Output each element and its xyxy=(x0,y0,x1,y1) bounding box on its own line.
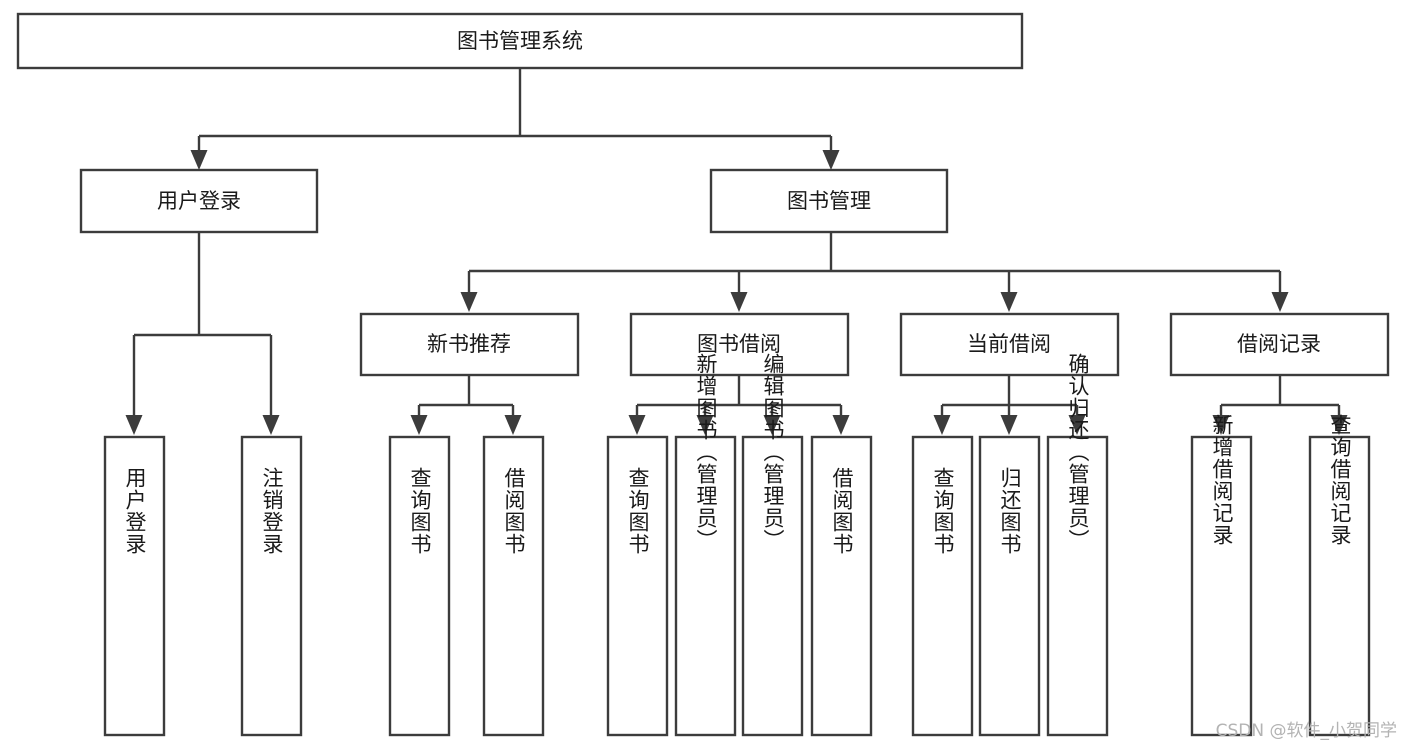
node-leaf-query-book-2[interactable]: 查询图书 xyxy=(606,435,669,737)
node-user-login[interactable]: 用户登录 xyxy=(79,168,319,234)
arrow-to-leaf-return-book xyxy=(1000,415,1018,435)
node-book-manage[interactable]: 图书管理 xyxy=(709,168,949,234)
node-leaf-edit-book-admin[interactable]: 编辑图书（管理员） xyxy=(741,353,804,737)
arrow-to-leaf-query-book-2 xyxy=(628,415,646,435)
node-leaf-query-book-1[interactable]: 查询图书 xyxy=(388,435,451,737)
arrow-to-leaf-query-book-1 xyxy=(410,415,428,435)
node-leaf-query-book-3-label: 查询图书 xyxy=(931,467,955,555)
node-user-login-label: 用户登录 xyxy=(157,189,241,213)
node-leaf-return-book-label: 归还图书 xyxy=(998,467,1022,555)
connector-book-borrow-to-leaves xyxy=(635,375,843,417)
arrow-to-leaf-query-book-3 xyxy=(933,415,951,435)
node-leaf-add-borrow-record-label: 新增借阅记录 xyxy=(1210,414,1234,546)
arrow-to-book-manage xyxy=(822,150,840,170)
arrow-to-leaf-borrow-book-1 xyxy=(504,415,522,435)
arrow-to-new-book-recommend xyxy=(460,292,478,312)
arrow-to-book-borrow xyxy=(730,292,748,312)
arrow-to-leaf-borrow-book-2 xyxy=(832,415,850,435)
arrow-to-current-borrow xyxy=(1000,292,1018,312)
arrow-to-user-login xyxy=(190,150,208,170)
node-leaf-query-borrow-record-label: 查询借阅记录 xyxy=(1328,414,1352,546)
node-leaf-add-borrow-record[interactable]: 新增借阅记录 xyxy=(1190,414,1253,737)
node-leaf-borrow-book-1[interactable]: 借阅图书 xyxy=(482,435,545,737)
connector-user-login-to-leaves xyxy=(132,232,273,417)
connector-borrow-record-to-leaves xyxy=(1219,375,1341,417)
node-root-label: 图书管理系统 xyxy=(457,29,583,53)
node-root[interactable]: 图书管理系统 xyxy=(16,12,1024,70)
node-leaf-logout-login-label: 注销登录 xyxy=(260,467,284,555)
node-book-borrow-label: 图书借阅 xyxy=(697,332,781,356)
node-leaf-add-book-admin[interactable]: 新增图书（管理员） xyxy=(674,353,737,737)
node-leaf-edit-book-admin-label: 编辑图书（管理员） xyxy=(761,353,785,551)
node-leaf-borrow-book-2-label: 借阅图书 xyxy=(830,467,854,555)
node-leaf-return-book[interactable]: 归还图书 xyxy=(978,435,1041,737)
node-leaf-logout-login[interactable]: 注销登录 xyxy=(240,435,303,737)
arrow-to-leaf-user-login xyxy=(125,415,143,435)
node-borrow-record[interactable]: 借阅记录 xyxy=(1169,312,1390,377)
arrow-to-borrow-record xyxy=(1271,292,1289,312)
arrow-to-leaf-logout-login xyxy=(262,415,280,435)
node-borrow-record-label: 借阅记录 xyxy=(1237,332,1321,356)
node-leaf-user-login-label: 用户登录 xyxy=(123,467,147,555)
connector-root-to-level2 xyxy=(197,68,833,152)
node-leaf-borrow-book-2[interactable]: 借阅图书 xyxy=(810,435,873,737)
node-leaf-user-login[interactable]: 用户登录 xyxy=(103,435,166,737)
node-current-borrow[interactable]: 当前借阅 xyxy=(899,312,1120,377)
node-leaf-query-book-1-label: 查询图书 xyxy=(408,467,432,555)
node-leaf-query-book-3[interactable]: 查询图书 xyxy=(911,435,974,737)
node-leaf-borrow-book-1-label: 借阅图书 xyxy=(502,467,526,555)
node-current-borrow-label: 当前借阅 xyxy=(967,332,1051,356)
node-book-borrow[interactable]: 图书借阅 xyxy=(629,312,850,377)
node-new-book-recommend[interactable]: 新书推荐 xyxy=(359,312,580,377)
node-new-book-recommend-label: 新书推荐 xyxy=(427,332,511,356)
connector-book-manage-to-level3 xyxy=(467,232,1282,294)
node-leaf-confirm-return-admin-label: 确认归还（管理员） xyxy=(1066,353,1090,551)
connector-current-borrow-to-leaves xyxy=(940,375,1079,417)
node-book-manage-label: 图书管理 xyxy=(787,189,871,213)
node-leaf-query-book-2-label: 查询图书 xyxy=(626,467,650,555)
node-leaf-add-book-admin-label: 新增图书（管理员） xyxy=(694,353,718,551)
node-leaf-confirm-return-admin[interactable]: 确认归还（管理员） xyxy=(1046,353,1109,737)
connector-new-book-recommend-to-leaves xyxy=(417,375,515,417)
node-leaf-query-borrow-record[interactable]: 查询借阅记录 xyxy=(1308,414,1371,737)
